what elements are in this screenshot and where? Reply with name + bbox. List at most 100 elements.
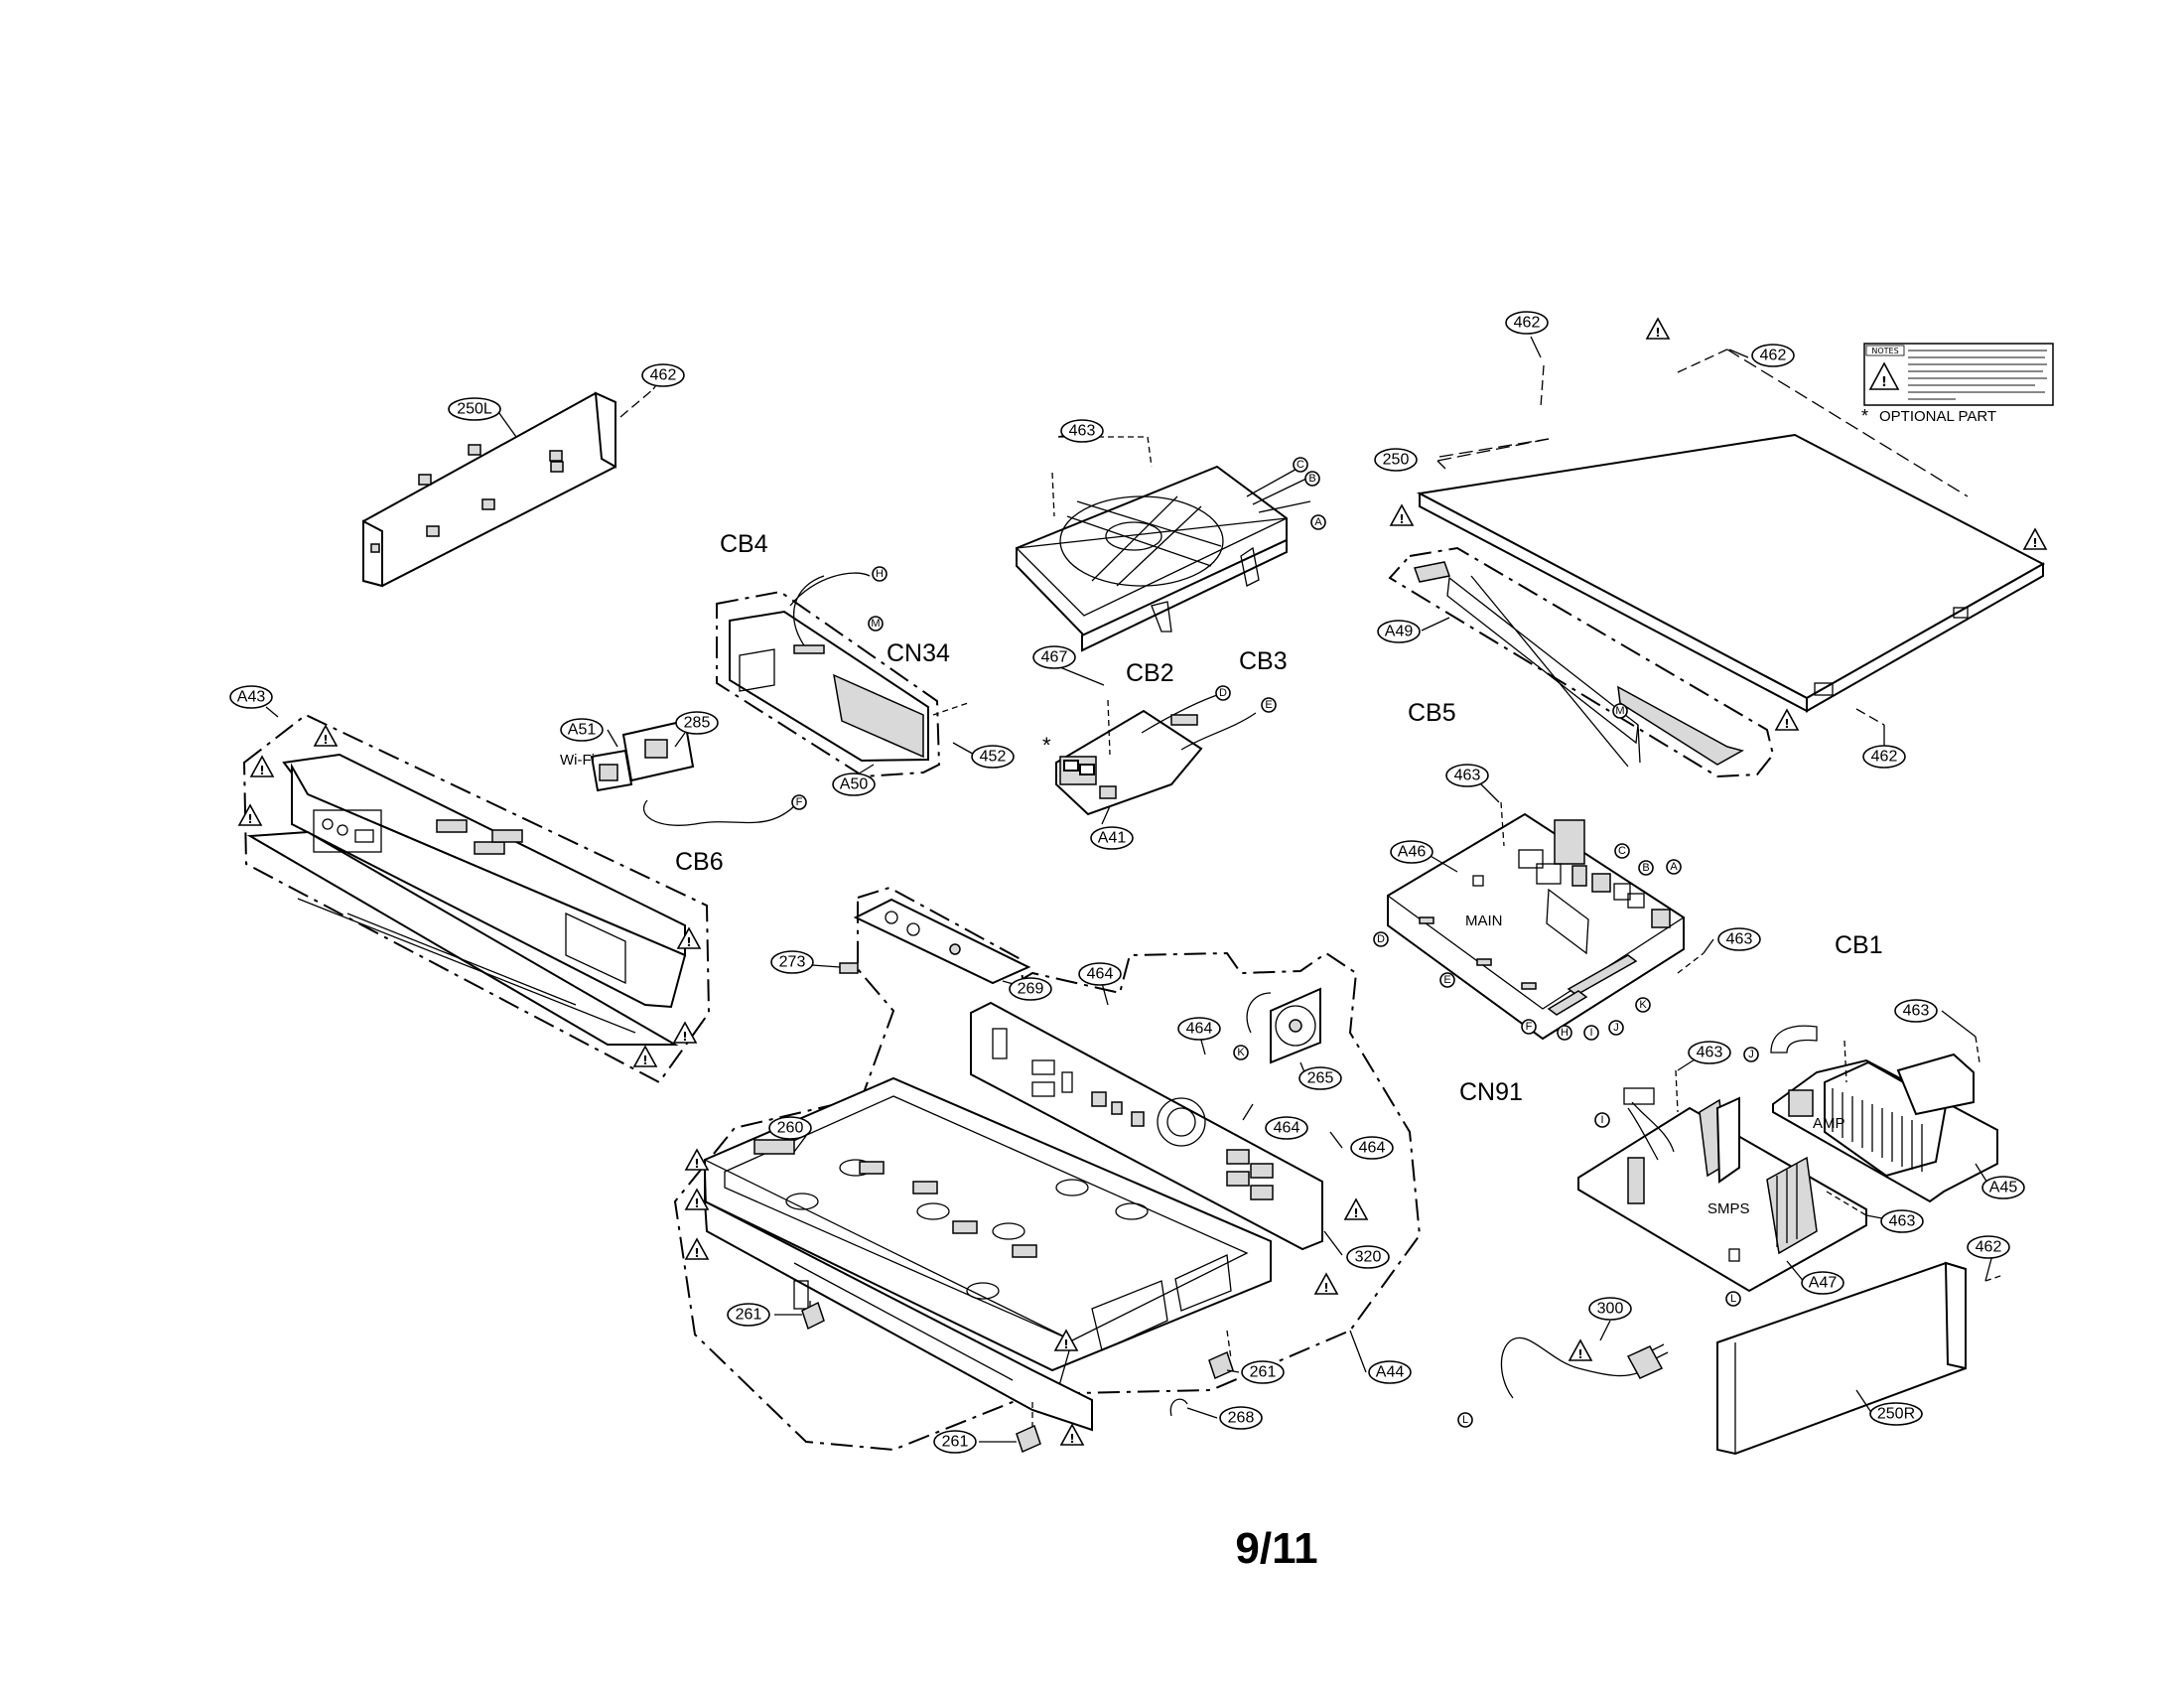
svg-text:!: ! bbox=[642, 1054, 647, 1067]
warning-icon-15: ! bbox=[1313, 1272, 1339, 1295]
label-cb1: CB1 bbox=[1835, 931, 1883, 959]
notes-label: NOTES bbox=[1871, 347, 1898, 355]
conn-letter-m-2: M bbox=[1612, 703, 1628, 719]
svg-text:260: 260 bbox=[777, 1120, 804, 1137]
svg-text:320: 320 bbox=[1355, 1249, 1382, 1266]
part-268-shape bbox=[1169, 1398, 1188, 1417]
callout-A43: A43 bbox=[229, 685, 273, 709]
amp-board-a45 bbox=[1770, 1025, 1998, 1203]
svg-text:!: ! bbox=[247, 812, 252, 826]
svg-text:H: H bbox=[876, 568, 884, 580]
disc-drive bbox=[1015, 436, 1311, 652]
svg-text:B: B bbox=[1308, 473, 1315, 485]
svg-text:452: 452 bbox=[980, 749, 1007, 766]
svg-text:265: 265 bbox=[1307, 1070, 1334, 1087]
callout-462-a: 462 bbox=[641, 363, 685, 387]
svg-text:250: 250 bbox=[1383, 452, 1410, 469]
conn-letter-b-2: B bbox=[1638, 860, 1654, 876]
label-cb3: CB3 bbox=[1239, 647, 1288, 675]
conn-letter-f-1: F bbox=[791, 794, 807, 810]
warning-icon-1: ! bbox=[1645, 317, 1671, 340]
warning-icon-12: ! bbox=[684, 1188, 710, 1210]
svg-text:463: 463 bbox=[1889, 1213, 1916, 1230]
svg-text:!: ! bbox=[1069, 1432, 1074, 1446]
svg-text:A43: A43 bbox=[237, 689, 266, 706]
svg-text:463: 463 bbox=[1069, 423, 1096, 440]
part-273-shape bbox=[839, 962, 859, 974]
conn-letter-e-2: E bbox=[1439, 972, 1455, 988]
svg-text:I: I bbox=[1589, 1027, 1592, 1039]
conn-letter-k-1: K bbox=[1635, 997, 1651, 1013]
svg-text:B: B bbox=[1642, 862, 1649, 874]
callout-320: 320 bbox=[1346, 1245, 1390, 1269]
warning-icon-3: ! bbox=[2022, 527, 2048, 550]
svg-text:D: D bbox=[1377, 933, 1385, 945]
callout-250: 250 bbox=[1374, 448, 1418, 472]
callout-268: 268 bbox=[1219, 1406, 1263, 1430]
callout-261-c: 261 bbox=[933, 1430, 977, 1454]
conn-letter-j-1: J bbox=[1608, 1020, 1624, 1036]
svg-text:J: J bbox=[1748, 1049, 1754, 1060]
callout-A44: A44 bbox=[1368, 1360, 1412, 1384]
svg-text:!: ! bbox=[694, 1157, 699, 1171]
conn-letter-c-1: C bbox=[1293, 457, 1308, 473]
callout-A47: A47 bbox=[1801, 1271, 1844, 1295]
bracket-a50 bbox=[716, 572, 969, 778]
svg-text:F: F bbox=[1526, 1021, 1533, 1033]
conn-letter-m-1: M bbox=[868, 616, 884, 632]
callout-261-a: 261 bbox=[727, 1303, 770, 1327]
callout-462-d: 462 bbox=[1862, 745, 1906, 769]
svg-text:300: 300 bbox=[1597, 1301, 1624, 1318]
svg-text:463: 463 bbox=[1903, 1003, 1930, 1020]
svg-text:463: 463 bbox=[1726, 931, 1753, 948]
svg-text:462: 462 bbox=[1514, 315, 1541, 332]
svg-text:464: 464 bbox=[1186, 1021, 1213, 1038]
svg-text:A41: A41 bbox=[1098, 830, 1127, 847]
front-panel-a43 bbox=[242, 713, 711, 1084]
a49-cb5-group bbox=[1388, 546, 1775, 778]
callout-269: 269 bbox=[1009, 977, 1052, 1001]
svg-text:463: 463 bbox=[1454, 768, 1481, 784]
svg-text:M: M bbox=[871, 618, 880, 630]
notes-warning-icon bbox=[1868, 361, 1900, 390]
rear-panel-320 bbox=[970, 1001, 1323, 1251]
callout-463-a: 463 bbox=[1060, 419, 1104, 443]
svg-text:462: 462 bbox=[650, 367, 677, 384]
conn-letter-a-1: A bbox=[1310, 514, 1326, 530]
warning-icon-14: ! bbox=[1343, 1197, 1369, 1220]
svg-text:!: ! bbox=[682, 1030, 687, 1044]
part-261-shape-b bbox=[1208, 1350, 1234, 1380]
svg-text:463: 463 bbox=[1697, 1045, 1723, 1061]
svg-text:A46: A46 bbox=[1398, 844, 1427, 861]
optional-part-star-a41: * bbox=[1042, 733, 1051, 758]
svg-text:M: M bbox=[1615, 705, 1624, 717]
side-panel-250L bbox=[362, 388, 654, 588]
warning-icon-4: ! bbox=[1774, 708, 1800, 731]
svg-text:!: ! bbox=[259, 764, 264, 777]
conn-letter-d-2: D bbox=[1373, 931, 1389, 947]
svg-text:!: ! bbox=[694, 1196, 699, 1210]
svg-text:!: ! bbox=[1323, 1281, 1328, 1295]
callout-462-c: 462 bbox=[1751, 344, 1795, 367]
svg-text:A45: A45 bbox=[1989, 1180, 2018, 1196]
callout-462-e: 462 bbox=[1967, 1235, 2010, 1259]
smps-board-a47 bbox=[1577, 1069, 1867, 1293]
conn-letter-e-1: E bbox=[1261, 697, 1277, 713]
warning-icon-10: ! bbox=[632, 1045, 658, 1067]
part-261-shape-a bbox=[801, 1301, 825, 1331]
label-cb4: CB4 bbox=[720, 530, 768, 558]
svg-text:A49: A49 bbox=[1385, 624, 1414, 640]
svg-text:269: 269 bbox=[1018, 981, 1044, 998]
svg-text:E: E bbox=[1265, 699, 1272, 711]
svg-text:!: ! bbox=[694, 1246, 699, 1260]
callout-467: 467 bbox=[1032, 645, 1076, 669]
svg-text:!: ! bbox=[686, 935, 691, 949]
svg-text:!: ! bbox=[323, 733, 328, 747]
svg-text:467: 467 bbox=[1041, 649, 1068, 666]
svg-text:C: C bbox=[1297, 459, 1304, 471]
warning-icon-5: ! bbox=[313, 724, 339, 747]
callout-A45: A45 bbox=[1981, 1176, 2025, 1199]
svg-text:!: ! bbox=[2032, 536, 2037, 550]
svg-text:A: A bbox=[1314, 516, 1322, 528]
